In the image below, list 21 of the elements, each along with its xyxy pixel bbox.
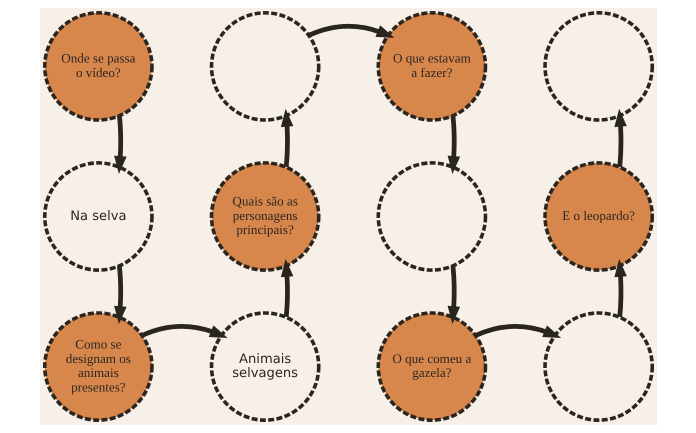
node-circle: E o leopardo?	[542, 161, 654, 272]
node-circle: O que comeu a gazela?	[376, 311, 487, 422]
node-circle: Onde se passa o vídeo?	[42, 11, 154, 122]
node-circle: Quais são as personagens principais?	[209, 161, 320, 272]
node-circle: Na selva	[42, 161, 154, 272]
arrow	[614, 258, 626, 318]
arrow	[447, 266, 460, 324]
node-circle: O que estavam a fazer?	[376, 11, 487, 122]
arrow	[474, 324, 561, 338]
arrow	[114, 266, 126, 324]
arrow	[447, 116, 460, 174]
arrow	[114, 116, 126, 174]
arrow	[280, 108, 293, 168]
arrow	[308, 24, 394, 38]
arrow	[140, 324, 228, 338]
node-circle	[376, 161, 487, 272]
node-circle	[542, 11, 654, 122]
node-circle	[209, 11, 320, 122]
node-circle: Como se designam os animais presentes?	[42, 311, 154, 422]
arrow	[614, 108, 626, 168]
arrow	[280, 258, 293, 318]
